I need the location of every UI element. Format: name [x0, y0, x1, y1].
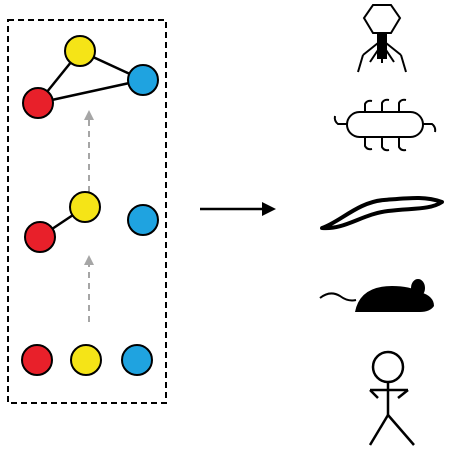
network-stages-frame: [7, 19, 167, 404]
node-blue: [127, 64, 159, 96]
edge-red-blue: [37, 78, 144, 105]
node-blue: [121, 344, 153, 376]
right-arrow: [200, 202, 276, 216]
node-blue: [127, 204, 159, 236]
node-yellow: [69, 191, 101, 223]
node-yellow: [64, 35, 96, 67]
node-red: [21, 344, 53, 376]
network-stage-2: [24, 191, 159, 253]
worm-icon: [320, 196, 444, 231]
bacterium-icon: [333, 98, 437, 152]
node-red: [24, 221, 56, 253]
node-red: [22, 87, 54, 119]
network-stage-1: [21, 344, 153, 376]
node-yellow: [70, 344, 102, 376]
network-stage-3: [22, 35, 159, 119]
bacteriophage-icon: [357, 4, 407, 73]
human-icon: [368, 350, 415, 446]
mouse-icon: [319, 279, 434, 312]
